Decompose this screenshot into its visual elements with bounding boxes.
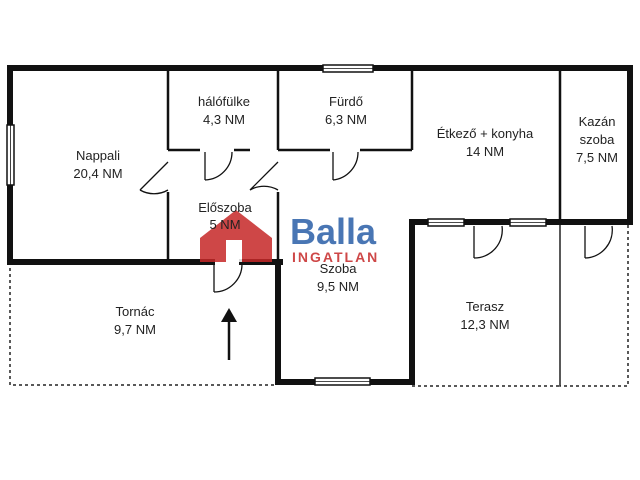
room-tornac-area: 9,7 NM — [114, 322, 156, 337]
room-szoba-name: Szoba — [320, 261, 358, 276]
watermark-brand: Balla — [290, 211, 377, 252]
dashed-outlines — [9, 222, 629, 387]
room-terasz-name: Terasz — [466, 299, 504, 314]
room-furdo-area: 6,3 NM — [325, 112, 367, 127]
room-terasz-area: 12,3 NM — [460, 317, 509, 332]
room-tornac-name: Tornác — [115, 304, 155, 319]
watermark-logo: Balla INGATLAN — [200, 210, 379, 265]
room-halofulke-name: hálófülke — [198, 94, 250, 109]
room-kazan-area: 7,5 NM — [576, 150, 618, 165]
room-etkezo-name: Étkező + konyha — [437, 126, 534, 141]
room-halofulke-area: 4,3 NM — [203, 112, 245, 127]
interior-walls — [166, 68, 562, 262]
room-furdo-name: Fürdő — [329, 94, 363, 109]
room-szoba-area: 9,5 NM — [317, 279, 359, 294]
doors — [139, 151, 613, 293]
house-logo-icon — [200, 210, 272, 262]
room-eloszoba-area: 5 NM — [209, 217, 240, 232]
room-kazan-name-2: szoba — [580, 132, 615, 147]
room-etkezo-area: 14 NM — [466, 144, 504, 159]
room-nappali-area: 20,4 NM — [73, 166, 122, 181]
room-kazan-name-1: Kazán — [579, 114, 616, 129]
watermark-sub: INGATLAN — [292, 249, 379, 265]
room-nappali-name: Nappali — [76, 148, 120, 163]
room-eloszoba-name: Előszoba — [198, 200, 252, 215]
entrance-arrow-icon — [221, 308, 237, 360]
